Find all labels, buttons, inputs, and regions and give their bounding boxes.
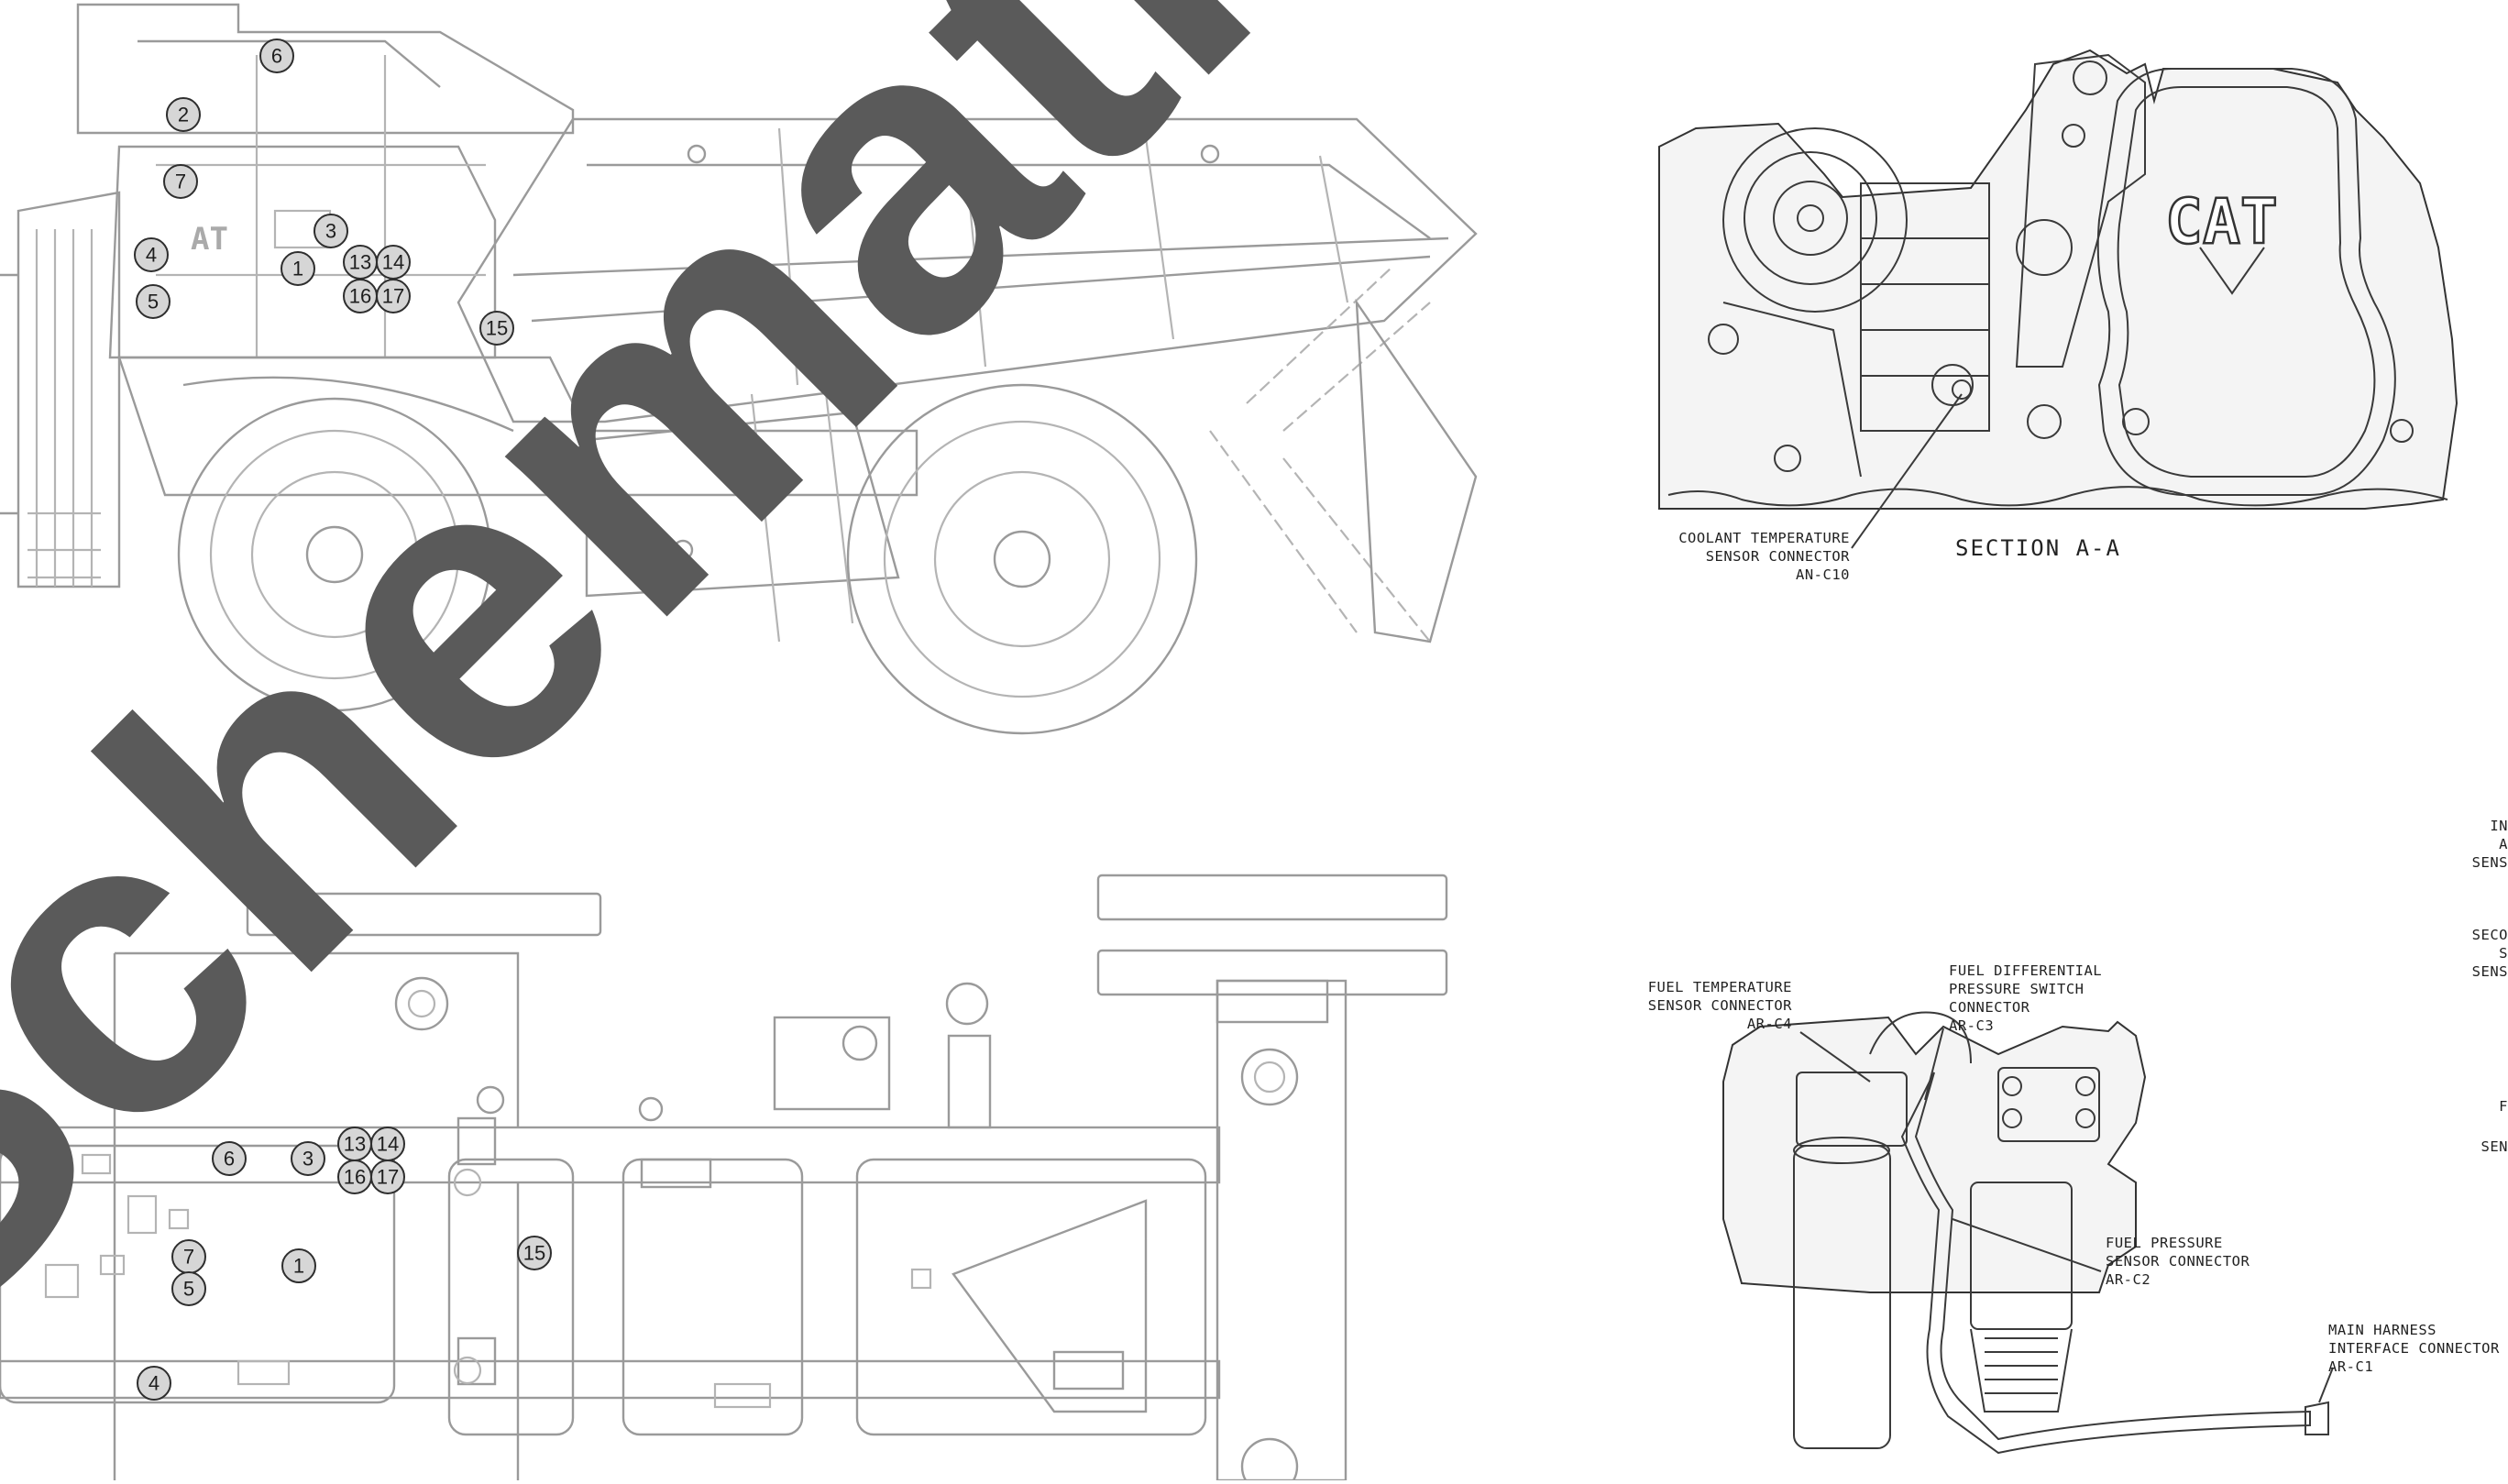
top-callout-14: 14 xyxy=(371,1127,404,1160)
main-harness-connector-label: MAIN HARNESS INTERFACE CONNECTOR AR-C1 xyxy=(2328,1322,2500,1375)
coolant-label-line2: SENSOR CONNECTOR xyxy=(1706,548,1850,565)
side-callout-5: 5 xyxy=(137,285,170,318)
side-callout-13: 13 xyxy=(344,246,377,279)
cut-label-8: SEN xyxy=(2481,1138,2508,1155)
top-callout-16: 16 xyxy=(338,1160,371,1193)
fuel-diff-line1: FUEL DIFFERENTIAL xyxy=(1949,962,2102,979)
side-callout-14: 14 xyxy=(377,246,410,279)
side-callout-7: 7 xyxy=(164,165,197,198)
svg-text:6: 6 xyxy=(271,45,282,68)
svg-text:7: 7 xyxy=(183,1246,194,1269)
section-title: SECTION A-A xyxy=(1955,535,2121,561)
side-callout-17: 17 xyxy=(377,280,410,313)
fuel-pressure-line1: FUEL PRESSURE xyxy=(2106,1235,2223,1251)
svg-text:3: 3 xyxy=(302,1148,314,1171)
top-callout-5: 5 xyxy=(172,1272,205,1305)
coolant-sensor-connector-label: COOLANT TEMPERATURE SENSOR CONNECTOR AN-… xyxy=(1678,530,1850,583)
cut-label-3: SENS xyxy=(2472,854,2508,871)
side-callout-2: 2 xyxy=(167,98,200,131)
fuel-temperature-connector-label: FUEL TEMPERATURE SENSOR CONNECTOR AR-C4 xyxy=(1648,979,1792,1032)
fuel-temp-line1: FUEL TEMPERATURE xyxy=(1648,979,1792,995)
main-harness-line3: AR-C1 xyxy=(2328,1358,2373,1375)
side-callout-16: 16 xyxy=(344,280,377,313)
svg-text:1: 1 xyxy=(292,258,303,280)
cut-off-labels: IN A SENS SECO S SENS F SEN xyxy=(2472,818,2508,1155)
svg-text:1: 1 xyxy=(293,1255,304,1278)
cut-label-6: SENS xyxy=(2472,963,2508,980)
side-callout-1: 1 xyxy=(281,252,314,285)
truck-logo: AT xyxy=(191,221,228,258)
top-callout-13: 13 xyxy=(338,1127,371,1160)
svg-text:14: 14 xyxy=(382,251,404,274)
engine-section-drawing: CAT xyxy=(1659,50,2457,548)
svg-text:5: 5 xyxy=(183,1278,194,1301)
side-callout-4: 4 xyxy=(135,238,168,271)
top-callout-7: 7 xyxy=(172,1240,205,1273)
cut-label-7: F xyxy=(2499,1098,2508,1115)
svg-text:14: 14 xyxy=(377,1133,399,1156)
fuel-temp-line3: AR-C4 xyxy=(1747,1016,1792,1032)
fuel-pressure-line3: AR-C2 xyxy=(2106,1271,2150,1288)
svg-text:4: 4 xyxy=(148,1372,160,1395)
main-harness-line1: MAIN HARNESS xyxy=(2328,1322,2436,1338)
top-callout-3: 3 xyxy=(292,1142,324,1175)
svg-text:13: 13 xyxy=(344,1133,366,1156)
fuel-pressure-line2: SENSOR CONNECTOR xyxy=(2106,1253,2250,1270)
cat-brand-logo: CAT xyxy=(2165,186,2278,258)
coolant-label-line1: COOLANT TEMPERATURE xyxy=(1678,530,1850,546)
top-callout-4: 4 xyxy=(138,1367,170,1400)
cut-label-2: A xyxy=(2499,836,2508,852)
svg-text:3: 3 xyxy=(325,220,336,243)
svg-text:2: 2 xyxy=(178,104,189,126)
svg-text:17: 17 xyxy=(377,1166,399,1189)
fuel-diff-line2: PRESSURE SWITCH xyxy=(1949,981,2084,997)
svg-text:7: 7 xyxy=(175,170,186,193)
cut-label-1: IN xyxy=(2490,818,2508,834)
top-callout-15: 15 xyxy=(518,1237,551,1270)
svg-text:15: 15 xyxy=(523,1242,545,1265)
svg-text:17: 17 xyxy=(382,285,404,308)
cut-label-5: S xyxy=(2499,945,2508,962)
fuel-differential-switch-label: FUEL DIFFERENTIAL PRESSURE SWITCH CONNEC… xyxy=(1949,962,2102,1034)
fuel-temp-line2: SENSOR CONNECTOR xyxy=(1648,997,1792,1014)
svg-text:4: 4 xyxy=(146,244,157,267)
fuel-pressure-connector-label: FUEL PRESSURE SENSOR CONNECTOR AR-C2 xyxy=(2106,1235,2250,1288)
cut-label-4: SECO xyxy=(2472,927,2508,943)
svg-text:16: 16 xyxy=(349,285,371,308)
main-harness-line2: INTERFACE CONNECTOR xyxy=(2328,1340,2500,1357)
svg-text:5: 5 xyxy=(148,291,159,313)
svg-text:16: 16 xyxy=(344,1166,366,1189)
fuel-diff-line3: CONNECTOR xyxy=(1949,999,2030,1016)
top-callout-1: 1 xyxy=(282,1249,315,1282)
svg-text:13: 13 xyxy=(349,251,371,274)
top-callout-17: 17 xyxy=(371,1160,404,1193)
watermark: Schematica xyxy=(0,0,1678,1431)
fuel-diff-line4: AR-C3 xyxy=(1949,1017,1994,1034)
side-callout-6: 6 xyxy=(260,39,293,72)
side-callout-3: 3 xyxy=(314,214,347,247)
coolant-label-line3: AN-C10 xyxy=(1796,566,1850,583)
fuel-filter-assembly-drawing xyxy=(1723,1013,2333,1453)
